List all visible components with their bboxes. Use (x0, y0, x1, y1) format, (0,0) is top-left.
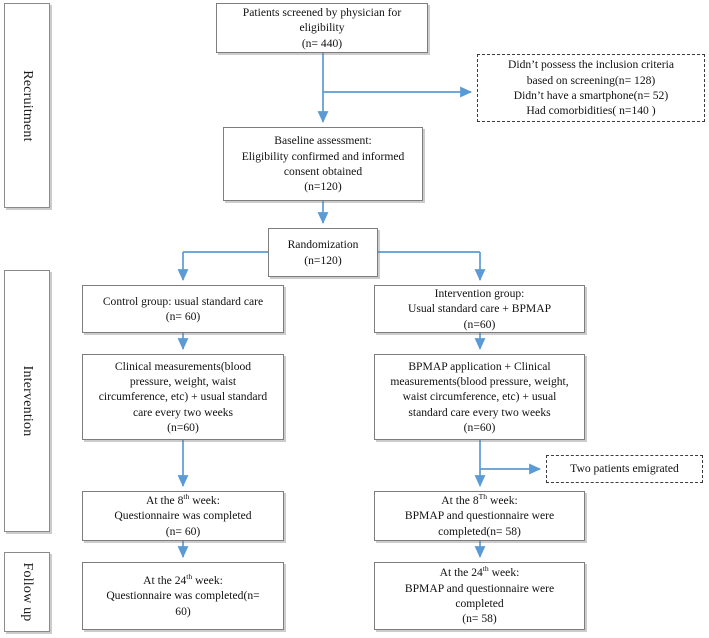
phase-box-followup: Follow up (4, 552, 50, 632)
node-text-post: week: (487, 494, 518, 508)
node-line: Didn’t possess the inclusion criteria (508, 58, 674, 72)
node-baseline-assessment: Baseline assessment: Eligibility confirm… (223, 127, 423, 201)
node-patients-screened: Patients screened by physician for eligi… (216, 3, 428, 53)
node-count: (n= 440) (301, 36, 343, 50)
node-count: (n=60) (463, 317, 496, 331)
node-line: Intervention group: (434, 287, 525, 301)
node-line: BPMAP and questionnaire were (404, 509, 555, 523)
node-line: Baseline assessment: (274, 134, 372, 148)
node-line: completed (455, 597, 504, 610)
node-line: Patients screened by physician for (242, 6, 402, 20)
node-text-pre: At the 8 (441, 494, 479, 508)
node-line: eligibility (299, 21, 345, 35)
node-line: waist circumference, etc) + usual (402, 390, 557, 404)
node-line: Clinical measurements(blood (114, 359, 252, 373)
node-text-pre: At the 8 (146, 494, 184, 508)
node-line: Usual standard care + BPMAP (407, 302, 552, 316)
node-line: measurements(blood pressure, weight, (390, 375, 569, 389)
node-count: (n= 58) (462, 612, 497, 626)
ordinal-suffix: th (186, 572, 193, 582)
node-line: BPMAP and questionnaire were (404, 581, 555, 595)
node-line: Randomization (287, 238, 359, 252)
node-line: At the 8Th week: (441, 492, 518, 508)
node-line: BPMAP application + Clinical (408, 359, 551, 373)
node-count: (n= 60) (165, 310, 201, 323)
ordinal-suffix: th (183, 492, 190, 502)
node-line: circumference, etc) + usual standard (98, 390, 268, 404)
node-line: At the 24th week: (143, 572, 223, 588)
node-intervention-week8: At the 8Th week: BPMAP and questionnaire… (374, 491, 585, 541)
node-randomization: Randomization (n=120) (268, 228, 378, 277)
node-count: (n=120) (304, 180, 342, 194)
phase-box-recruitment: Recruitment (4, 3, 50, 208)
node-line: standard care every two weeks (408, 405, 551, 419)
node-excluded-reasons: Didn’t possess the inclusion criteria ba… (477, 54, 705, 122)
phase-label-followup: Follow up (20, 562, 35, 622)
node-line: At the 8th week: (146, 492, 220, 508)
node-text-pre: At the 24 (143, 574, 187, 588)
node-line: based on screening(n= 128) (526, 73, 656, 87)
node-line: Two patients emigrated (570, 462, 679, 476)
node-line: care every two weeks (132, 405, 234, 419)
node-text-post: week: (488, 566, 520, 580)
node-intervention-week24: At the 24th week: BPMAP and questionnair… (374, 562, 585, 630)
node-line: pressure, weight, waist (129, 375, 237, 389)
node-line: Eligibility confirmed and informed (241, 149, 405, 163)
node-text-pre: At the 24 (439, 566, 483, 580)
node-line: consent obtained (283, 165, 363, 178)
node-count: (n=60) (463, 420, 496, 434)
node-intervention-measurements: BPMAP application + Clinical measurement… (374, 354, 585, 440)
node-line: Had comorbidities( n=140 ) (526, 104, 656, 118)
node-intervention-group: Intervention group: Usual standard care … (374, 285, 585, 333)
ordinal-suffix: Th (478, 492, 488, 502)
node-text-post: week: (189, 494, 220, 508)
node-count: (n= 60) (165, 524, 201, 538)
phase-box-intervention: Intervention (4, 270, 50, 532)
node-line: Didn’t have a smartphone(n= 52) (513, 89, 669, 102)
node-count: (n=120) (304, 253, 342, 267)
phase-label-recruitment: Recruitment (20, 69, 35, 142)
node-count: completed(n= 58) (438, 524, 521, 538)
phase-label-intervention: Intervention (20, 365, 35, 437)
node-line: Questionnaire was completed(n= (106, 589, 260, 603)
node-two-patients-emigrated: Two patients emigrated (546, 455, 703, 483)
ordinal-suffix: th (482, 564, 489, 574)
node-line: Questionnaire was completed (114, 509, 252, 523)
node-control-group: Control group: usual standard care (n= 6… (82, 285, 284, 333)
node-count: (n=60) (167, 420, 199, 434)
node-control-week24: At the 24th week: Questionnaire was comp… (82, 562, 284, 630)
node-line: Control group: usual standard care (102, 294, 264, 308)
node-line: At the 24th week: (439, 564, 520, 580)
node-count: 60) (175, 604, 191, 618)
node-text-post: week: (192, 574, 223, 588)
node-control-measurements: Clinical measurements(blood pressure, we… (82, 354, 284, 440)
node-control-week8: At the 8th week: Questionnaire was compl… (82, 491, 284, 541)
